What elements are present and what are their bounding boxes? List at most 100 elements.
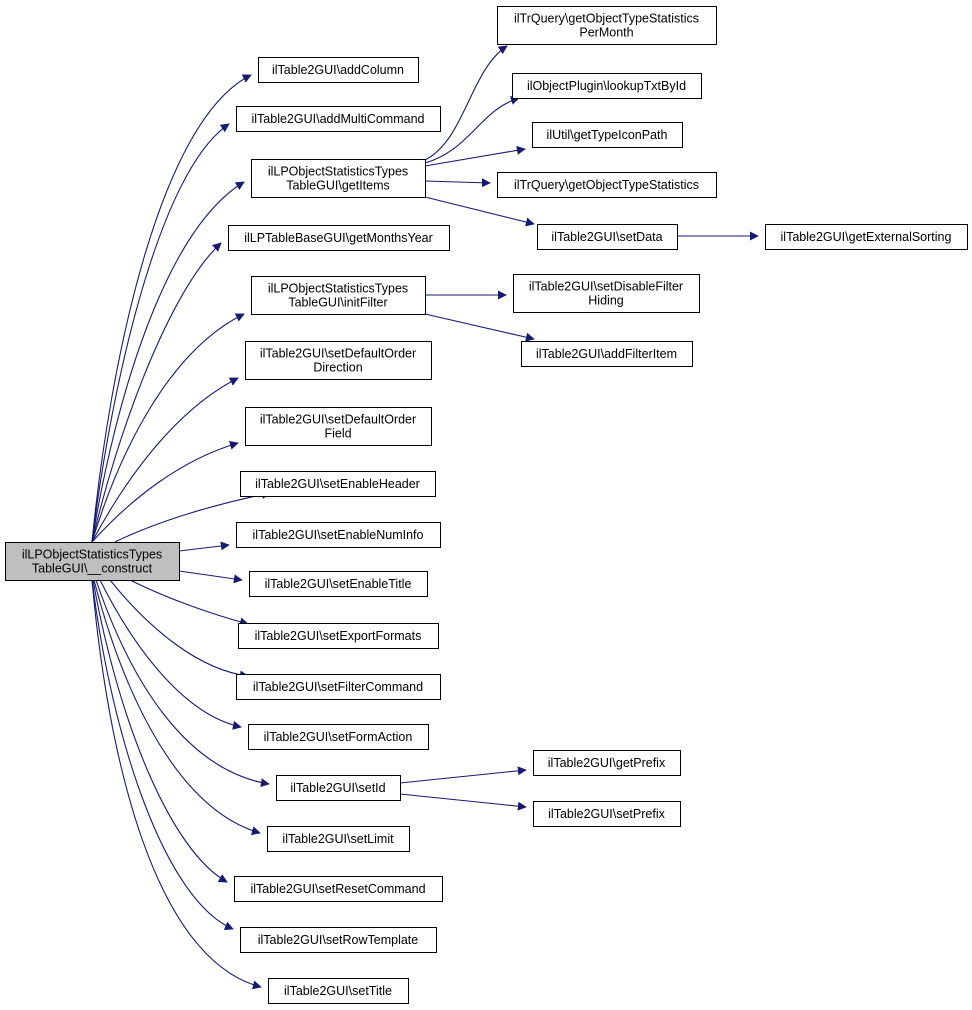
node-label: ilTable2GUI\setPrefix bbox=[548, 807, 665, 821]
node-label: ilTable2GUI\setEnableHeader bbox=[255, 477, 420, 491]
edge-root-to-addMultiCommand bbox=[91, 123, 230, 543]
node-label: ilTable2GUI\getExternalSorting bbox=[781, 230, 952, 244]
node-addMultiCommand[interactable]: ilTable2GUI\addMultiCommand bbox=[236, 106, 441, 132]
node-getObjectTypeStatistics[interactable]: ilTrQuery\getObjectTypeStatistics bbox=[497, 172, 717, 198]
node-label: ilObjectPlugin\lookupTxtById bbox=[527, 79, 686, 93]
node-getExternalSorting[interactable]: ilTable2GUI\getExternalSorting bbox=[765, 224, 968, 250]
node-label: ilTable2GUI\setExportFormats bbox=[255, 629, 422, 643]
node-label: ilLPObjectStatisticsTypes bbox=[268, 282, 408, 296]
node-box bbox=[240, 471, 436, 497]
node-label: Field bbox=[324, 427, 351, 441]
node-setId[interactable]: ilTable2GUI\setId bbox=[276, 775, 401, 801]
node-setData[interactable]: ilTable2GUI\setData bbox=[537, 224, 678, 250]
edge-getItems-to-getObjectTypeStatistics bbox=[424, 178, 491, 188]
edge-root-to-getItems bbox=[91, 181, 245, 543]
nodes: ilLPObjectStatisticsTypesTableGUI\__cons… bbox=[5, 6, 968, 1004]
node-getObjectTypeStatisticsPerMonth[interactable]: ilTrQuery\getObjectTypeStatisticsPerMont… bbox=[497, 6, 717, 45]
node-label: ilTable2GUI\setEnableTitle bbox=[265, 577, 412, 591]
node-addFilterItem[interactable]: ilTable2GUI\addFilterItem bbox=[521, 341, 693, 367]
node-box bbox=[251, 159, 426, 198]
node-box bbox=[236, 674, 441, 700]
edge-root-to-setResetCommand bbox=[92, 579, 228, 883]
node-label: TableGUI\getItems bbox=[286, 179, 390, 193]
node-label: ilTable2GUI\setRowTemplate bbox=[258, 933, 419, 947]
node-initFilter[interactable]: ilLPObjectStatisticsTypesTableGUI\initFi… bbox=[251, 276, 426, 315]
node-label: ilTrQuery\getObjectTypeStatistics bbox=[514, 12, 699, 26]
edge-getItems-to-setData bbox=[424, 196, 535, 227]
node-box bbox=[268, 978, 409, 1004]
node-addColumn[interactable]: ilTable2GUI\addColumn bbox=[258, 57, 419, 83]
node-box bbox=[765, 224, 968, 250]
node-setPrefix[interactable]: ilTable2GUI\setPrefix bbox=[533, 801, 681, 827]
node-label: ilTable2GUI\setEnableNumInfo bbox=[253, 528, 424, 542]
node-setExportFormats[interactable]: ilTable2GUI\setExportFormats bbox=[238, 623, 439, 649]
node-box bbox=[533, 801, 681, 827]
node-box bbox=[512, 73, 702, 99]
node-label: ilTable2GUI\addMultiCommand bbox=[252, 112, 425, 126]
node-box bbox=[249, 571, 428, 597]
node-box bbox=[276, 775, 401, 801]
node-box bbox=[533, 750, 681, 776]
node-getMonthsYear[interactable]: ilLPTableBaseGUI\getMonthsYear bbox=[228, 225, 450, 251]
edges bbox=[91, 45, 759, 990]
node-setFilterCommand[interactable]: ilTable2GUI\setFilterCommand bbox=[236, 674, 441, 700]
node-box bbox=[236, 522, 441, 548]
node-label: ilUtil\getTypeIconPath bbox=[547, 128, 668, 142]
edge-root-to-setExportFormats bbox=[129, 579, 249, 627]
node-setLimit[interactable]: ilTable2GUI\setLimit bbox=[267, 826, 410, 852]
node-box bbox=[238, 623, 439, 649]
node-setTitle[interactable]: ilTable2GUI\setTitle bbox=[268, 978, 409, 1004]
node-getPrefix[interactable]: ilTable2GUI\getPrefix bbox=[533, 750, 681, 776]
edge-getItems-to-getObjectTypeStatisticsPerMonth bbox=[424, 45, 508, 161]
node-box bbox=[258, 57, 419, 83]
node-label: TableGUI\initFilter bbox=[288, 296, 387, 310]
node-label: ilTable2GUI\setData bbox=[551, 230, 662, 244]
node-lookupTxtById[interactable]: ilObjectPlugin\lookupTxtById bbox=[512, 73, 702, 99]
edge-root-to-setEnableNumInfo bbox=[178, 541, 230, 552]
node-label: ilTable2GUI\setId bbox=[290, 781, 385, 795]
node-label: ilLPTableBaseGUI\getMonthsYear bbox=[244, 231, 433, 245]
node-setEnableHeader[interactable]: ilTable2GUI\setEnableHeader bbox=[240, 471, 436, 497]
node-setFormAction[interactable]: ilTable2GUI\setFormAction bbox=[248, 724, 429, 750]
node-label: Direction bbox=[313, 361, 362, 375]
node-box bbox=[537, 224, 678, 250]
edge-root-to-setId bbox=[95, 579, 270, 788]
edge-root-to-setFilterCommand bbox=[109, 579, 249, 680]
edge-initFilter-to-addFilterItem bbox=[424, 313, 535, 342]
node-box bbox=[497, 6, 717, 45]
node-box bbox=[240, 927, 437, 953]
node-setRowTemplate[interactable]: ilTable2GUI\setRowTemplate bbox=[240, 927, 437, 953]
node-label: ilTable2GUI\setDefaultOrder bbox=[260, 347, 416, 361]
node-box bbox=[248, 724, 429, 750]
edge-root-to-setTitle bbox=[91, 579, 262, 990]
node-box bbox=[236, 106, 441, 132]
edge-setId-to-getPrefix bbox=[399, 766, 527, 784]
edge-root-to-initFilter bbox=[91, 313, 245, 543]
node-label: ilTable2GUI\setFilterCommand bbox=[253, 680, 423, 694]
edge-root-to-setEnableTitle bbox=[178, 570, 243, 584]
edge-root-to-setLimit bbox=[93, 579, 261, 836]
edge-root-to-setFormAction bbox=[99, 579, 242, 730]
node-getTypeIconPath[interactable]: ilUtil\getTypeIconPath bbox=[532, 122, 683, 148]
node-box bbox=[245, 341, 432, 380]
node-label: PerMonth bbox=[579, 26, 633, 40]
node-label: ilTable2GUI\addColumn bbox=[272, 63, 404, 77]
node-label: ilTable2GUI\setResetCommand bbox=[250, 882, 425, 896]
node-label: ilTable2GUI\getPrefix bbox=[548, 756, 666, 770]
node-box bbox=[513, 274, 700, 313]
node-label: ilTable2GUI\setDisableFilter bbox=[529, 280, 683, 294]
node-setResetCommand[interactable]: ilTable2GUI\setResetCommand bbox=[234, 876, 443, 902]
edge-getItems-to-lookupTxtById bbox=[424, 96, 520, 164]
node-label: Hiding bbox=[588, 294, 623, 308]
node-box bbox=[267, 826, 410, 852]
root-node: ilLPObjectStatisticsTypesTableGUI\__cons… bbox=[5, 542, 180, 581]
node-getItems[interactable]: ilLPObjectStatisticsTypesTableGUI\getIte… bbox=[251, 159, 426, 198]
edge-root-to-setRowTemplate bbox=[91, 579, 234, 930]
node-setEnableNumInfo[interactable]: ilTable2GUI\setEnableNumInfo bbox=[236, 522, 441, 548]
node-label: ilTable2GUI\setDefaultOrder bbox=[260, 413, 416, 427]
node-setEnableTitle[interactable]: ilTable2GUI\setEnableTitle bbox=[249, 571, 428, 597]
